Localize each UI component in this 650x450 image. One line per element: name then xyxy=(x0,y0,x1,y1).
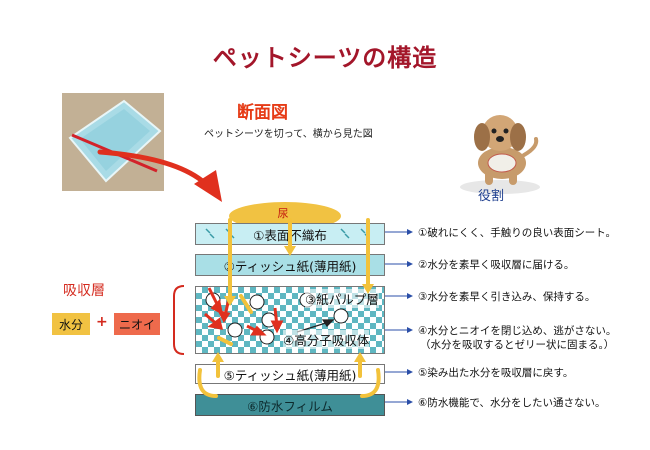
section-title: 断面図 xyxy=(237,103,288,123)
red-curved-arrow xyxy=(97,149,222,202)
layer2-label: ②ティッシュ紙(薄用紙) xyxy=(223,258,357,274)
urine-label: 尿 xyxy=(277,207,289,220)
layer4-label: ④高分子吸収体 xyxy=(283,330,370,349)
absorb-bracket xyxy=(173,285,185,355)
layer6-label: ⑥防水フィルム xyxy=(247,398,333,414)
absorb-layer-label: 吸収層 xyxy=(63,283,105,299)
description-1: ①破れにくく、手触りの良い表面シート。 xyxy=(418,227,616,239)
description-5: ⑤染み出た水分を吸収層に戻す。 xyxy=(418,367,574,379)
water-badge: 水分 xyxy=(52,313,90,335)
description-4-note: （水分を吸収するとゼリー状に固まる。） xyxy=(420,339,615,351)
description-pointers xyxy=(385,229,413,405)
page-title: ペットシーツの構造 xyxy=(212,44,438,72)
description-6: ⑥防水機能で、水分をしたい通さない。 xyxy=(418,397,606,409)
layer5-label: ⑤ティッシュ紙(薄用紙) xyxy=(223,367,357,383)
description-4: ④水分とニオイを閉じ込め、逃がさない。 xyxy=(418,325,617,337)
layer-tissue-bottom: ⑤ティッシュ紙(薄用紙) xyxy=(195,364,385,384)
layer3-label: ③紙パルプ層 xyxy=(305,289,379,308)
odor-badge: ニオイ xyxy=(114,313,160,335)
section-subtitle: ペットシーツを切って、横から見た図 xyxy=(204,129,373,140)
layer-waterproof-film: ⑥防水フィルム xyxy=(195,394,385,416)
dog-illustration xyxy=(452,103,548,195)
absorbent-core-contents xyxy=(204,287,349,346)
plus-sign: + xyxy=(96,314,108,330)
role-label: 役割 xyxy=(478,189,505,204)
pet-sheet-photo xyxy=(62,93,164,191)
description-2: ②水分を素早く吸収層に届ける。 xyxy=(418,259,575,271)
description-3: ③水分を素早く引き込み、保持する。 xyxy=(418,291,596,303)
water-flow-arrows xyxy=(197,218,381,398)
layer-tissue-top: ②ティッシュ紙(薄用紙) xyxy=(195,254,385,276)
